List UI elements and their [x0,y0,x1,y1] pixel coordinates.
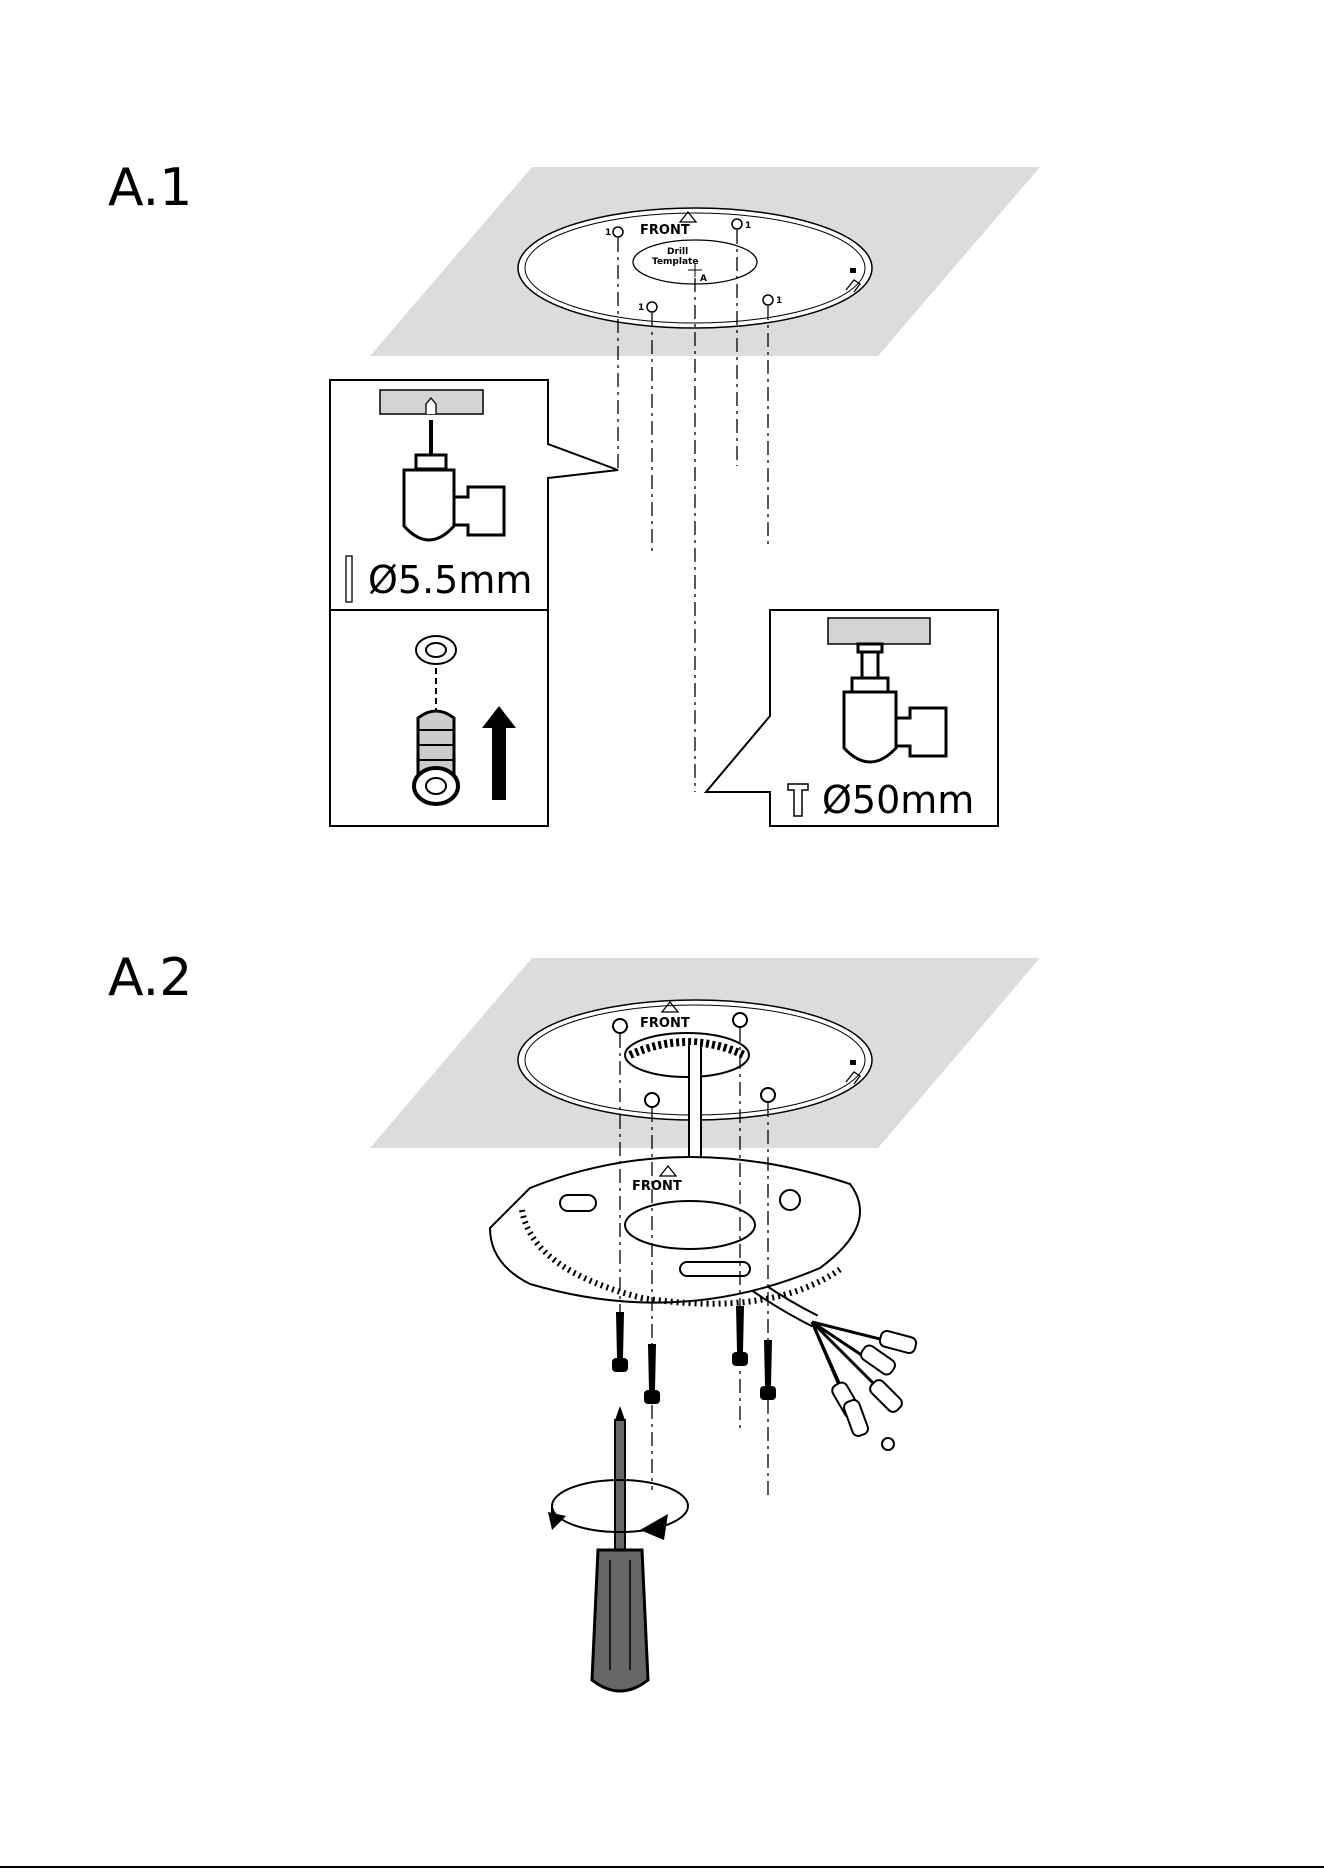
screw-icon [760,1340,776,1400]
screw-icon [732,1306,748,1366]
callout-drill-small: Ø5.5mm [330,380,618,610]
template-front-label: FRONT [640,223,690,238]
hole-label: 1 [605,228,611,238]
drill-small-label: Ø5.5mm [368,558,532,602]
drill-large-label: Ø50mm [822,778,974,822]
callout-drill-large: Ø50mm [706,610,998,826]
screw-icon [644,1344,660,1404]
mounting-bracket: FRONT [490,1157,860,1304]
hole-label: 1 [776,296,782,306]
screwdriver-icon [592,1406,648,1691]
wire-bundle [812,1322,917,1450]
a2-illustration: FRONT FRONT [370,958,1040,1691]
bottom-rule [0,1866,1324,1868]
hole-label: 1 [638,303,644,313]
a1-illustration: FRONT Drill Template A 1 1 1 1 [330,167,1040,826]
template-center-line1: Drill [667,247,688,257]
plate-front-label: FRONT [640,1016,690,1031]
screw-icon [612,1312,628,1372]
bracket-front-label: FRONT [632,1179,682,1194]
arrow-up-icon [492,724,506,800]
screws [612,1306,776,1404]
hole-label: 1 [745,221,751,231]
callout-anchor [330,610,548,826]
template-center-line2: Template [652,257,698,267]
template-center-mark: A [700,274,707,284]
